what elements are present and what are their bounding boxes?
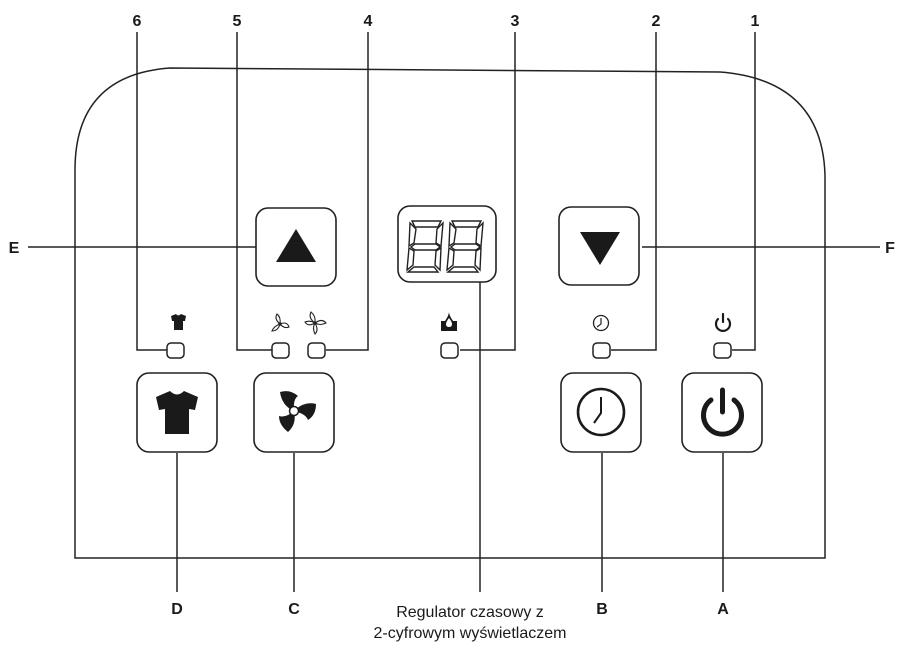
- callout-6: 6: [133, 13, 142, 30]
- callout-B: B: [596, 601, 608, 618]
- down-button[interactable]: [558, 206, 640, 286]
- led-1-power: [713, 342, 732, 359]
- callout-4: 4: [364, 13, 373, 30]
- fan-icon: [279, 391, 316, 432]
- water-tank-icon: [441, 312, 457, 331]
- up-button[interactable]: [255, 207, 337, 287]
- leader-lines: [28, 32, 880, 592]
- shirt-icon: [156, 391, 198, 434]
- led-6-hanging: [166, 342, 185, 359]
- callout-E: E: [9, 240, 20, 257]
- caption-line-1: Regulator czasowy z: [396, 604, 544, 621]
- timer-display: [397, 205, 497, 283]
- fan-low-icon: [271, 313, 290, 332]
- timer-button[interactable]: [560, 372, 642, 453]
- led-3-water: [440, 342, 459, 359]
- callout-D: D: [171, 601, 183, 618]
- callout-F: F: [885, 240, 895, 257]
- led-2-timer: [592, 342, 611, 359]
- down-arrow-icon: [580, 232, 620, 265]
- shirt-button[interactable]: [136, 372, 218, 453]
- callout-3: 3: [511, 13, 520, 30]
- display-digits: [406, 220, 484, 273]
- callout-1: 1: [751, 13, 760, 30]
- led-5-fan-low: [271, 342, 290, 359]
- clock-small-icon: [592, 314, 610, 332]
- callout-C: C: [288, 601, 300, 618]
- up-arrow-icon: [276, 229, 316, 262]
- power-small-icon: [714, 312, 732, 332]
- shirt-small-icon: [171, 314, 186, 330]
- caption-line-2: 2-cyfrowym wyświetlaczem: [374, 625, 567, 642]
- fan-high-icon: [304, 311, 327, 335]
- callout-2: 2: [652, 13, 661, 30]
- power-button[interactable]: [681, 372, 763, 453]
- fan-button[interactable]: [253, 372, 335, 453]
- callout-A: A: [717, 601, 729, 618]
- led-4-fan-high: [307, 342, 326, 359]
- clock-icon: [576, 387, 626, 437]
- panel-outline: [74, 67, 826, 559]
- power-icon: [701, 387, 744, 437]
- callout-5: 5: [233, 13, 242, 30]
